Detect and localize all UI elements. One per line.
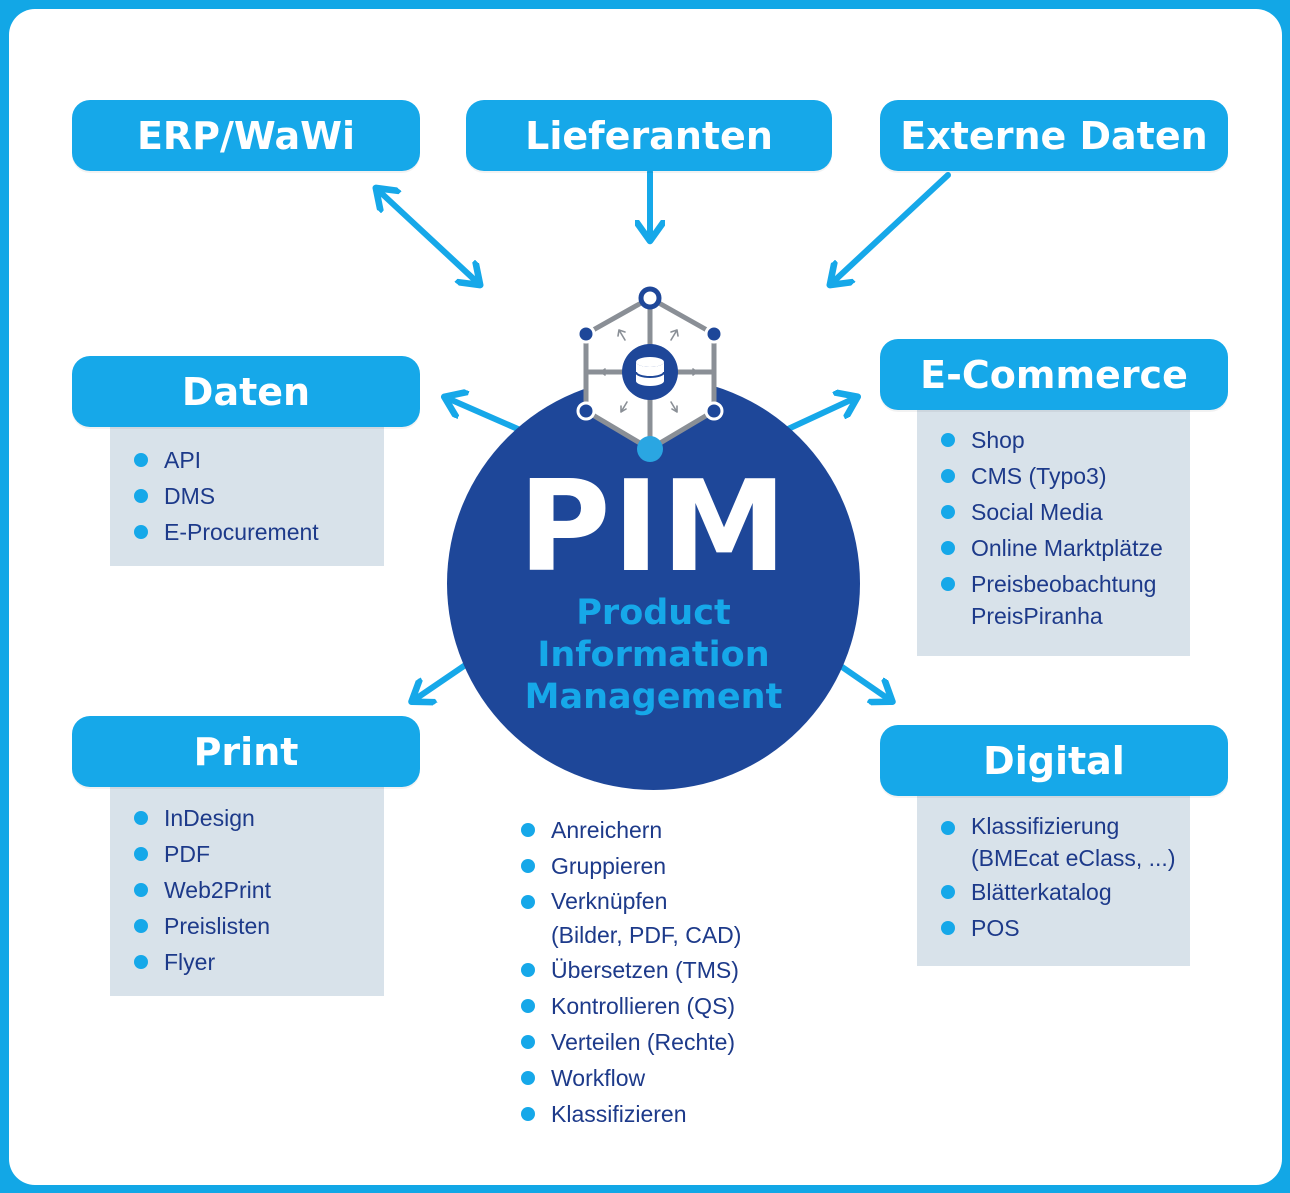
bullet-dot-icon [941, 885, 955, 899]
ecommerce-list-box: Shop CMS (Typo3) Social Media Online Mar… [917, 392, 1190, 656]
list-item: InDesign [134, 800, 271, 836]
header-print: Print [72, 716, 420, 787]
print-list-box: InDesign PDF Web2Print Preislisten Flyer [110, 770, 384, 996]
list-item: API [134, 442, 319, 478]
list-item: CMS (Typo3) [941, 458, 1163, 494]
arrow-erp-pim [378, 190, 478, 283]
list-item: Shop [941, 422, 1163, 458]
pim-subtitle: Product Information Management [447, 592, 860, 718]
bullet-dot-icon [941, 921, 955, 935]
bullet-dot-icon [941, 505, 955, 519]
bullet-dot-icon [941, 469, 955, 483]
pim-functions-list: Anreichern Gruppieren Verknüpfen(Bilder,… [521, 812, 741, 1132]
header-erp-wawi-label: ERP/WaWi [136, 113, 356, 158]
list-item: DMS [134, 478, 319, 514]
pim-subtitle-line: Product [576, 593, 731, 633]
list-item: Social Media [941, 494, 1163, 530]
list-item: Verknüpfen(Bilder, PDF, CAD) [521, 884, 741, 952]
pim-subtitle-line: Management [524, 677, 783, 717]
header-daten: Daten [72, 356, 420, 427]
bullet-dot-icon [521, 895, 535, 909]
list-item: Preislisten [134, 908, 271, 944]
list-item: Verteilen (Rechte) [521, 1024, 741, 1060]
list-item: Anreichern [521, 812, 741, 848]
digital-list-box: Klassifizierung(BMEcat eClass, ...) Blät… [917, 778, 1190, 966]
header-erp-wawi: ERP/WaWi [72, 100, 420, 171]
ecommerce-list: Shop CMS (Typo3) Social Media Online Mar… [941, 422, 1163, 632]
bullet-dot-icon [941, 821, 955, 835]
bullet-dot-icon [134, 847, 148, 861]
header-lieferanten: Lieferanten [466, 100, 832, 171]
list-item: Klassifizierung(BMEcat eClass, ...) [941, 810, 1175, 874]
bullet-dot-icon [521, 999, 535, 1013]
bullet-dot-icon [134, 489, 148, 503]
digital-list: Klassifizierung(BMEcat eClass, ...) Blät… [941, 810, 1175, 946]
header-lieferanten-label: Lieferanten [525, 113, 773, 158]
bullet-dot-icon [521, 1071, 535, 1085]
header-ecommerce: E-Commerce [880, 339, 1228, 410]
bullet-dot-icon [521, 963, 535, 977]
header-digital-label: Digital [983, 738, 1125, 783]
print-list: InDesign PDF Web2Print Preislisten Flyer [134, 800, 271, 980]
bullet-dot-icon [134, 525, 148, 539]
bullet-dot-icon [134, 883, 148, 897]
bullet-dot-icon [521, 823, 535, 837]
list-item: PDF [134, 836, 271, 872]
list-item: Web2Print [134, 872, 271, 908]
list-item: Workflow [521, 1060, 741, 1096]
list-item: Gruppieren [521, 848, 741, 884]
bullet-dot-icon [941, 433, 955, 447]
list-item: Flyer [134, 944, 271, 980]
list-item: Übersetzen (TMS) [521, 952, 741, 988]
header-ecommerce-label: E-Commerce [920, 352, 1188, 397]
daten-list: API DMS E-Procurement [134, 442, 319, 550]
list-item: E-Procurement [134, 514, 319, 550]
database-network-icon [576, 286, 724, 462]
pim-title: PIM [518, 453, 789, 600]
list-item: POS [941, 910, 1175, 946]
bullet-dot-icon [521, 1035, 535, 1049]
bullet-dot-icon [134, 453, 148, 467]
header-externe-daten-label: Externe Daten [900, 113, 1208, 158]
bullet-dot-icon [134, 919, 148, 933]
bullet-dot-icon [134, 811, 148, 825]
bullet-dot-icon [941, 577, 955, 591]
bullet-dot-icon [521, 1107, 535, 1121]
list-item: Online Marktplätze [941, 530, 1163, 566]
header-digital: Digital [880, 725, 1228, 796]
list-item: Kontrollieren (QS) [521, 988, 741, 1024]
arrow-externe-pim [832, 172, 951, 283]
list-item: Blätterkatalog [941, 874, 1175, 910]
header-print-label: Print [193, 729, 299, 774]
header-daten-label: Daten [181, 369, 311, 414]
bullet-dot-icon [521, 859, 535, 873]
bullet-dot-icon [941, 541, 955, 555]
bullet-dot-icon [134, 955, 148, 969]
list-item: Klassifizieren [521, 1096, 741, 1132]
daten-list-box: API DMS E-Procurement [110, 410, 384, 566]
pim-subtitle-line: Information [537, 635, 770, 675]
header-externe-daten: Externe Daten [880, 100, 1228, 171]
